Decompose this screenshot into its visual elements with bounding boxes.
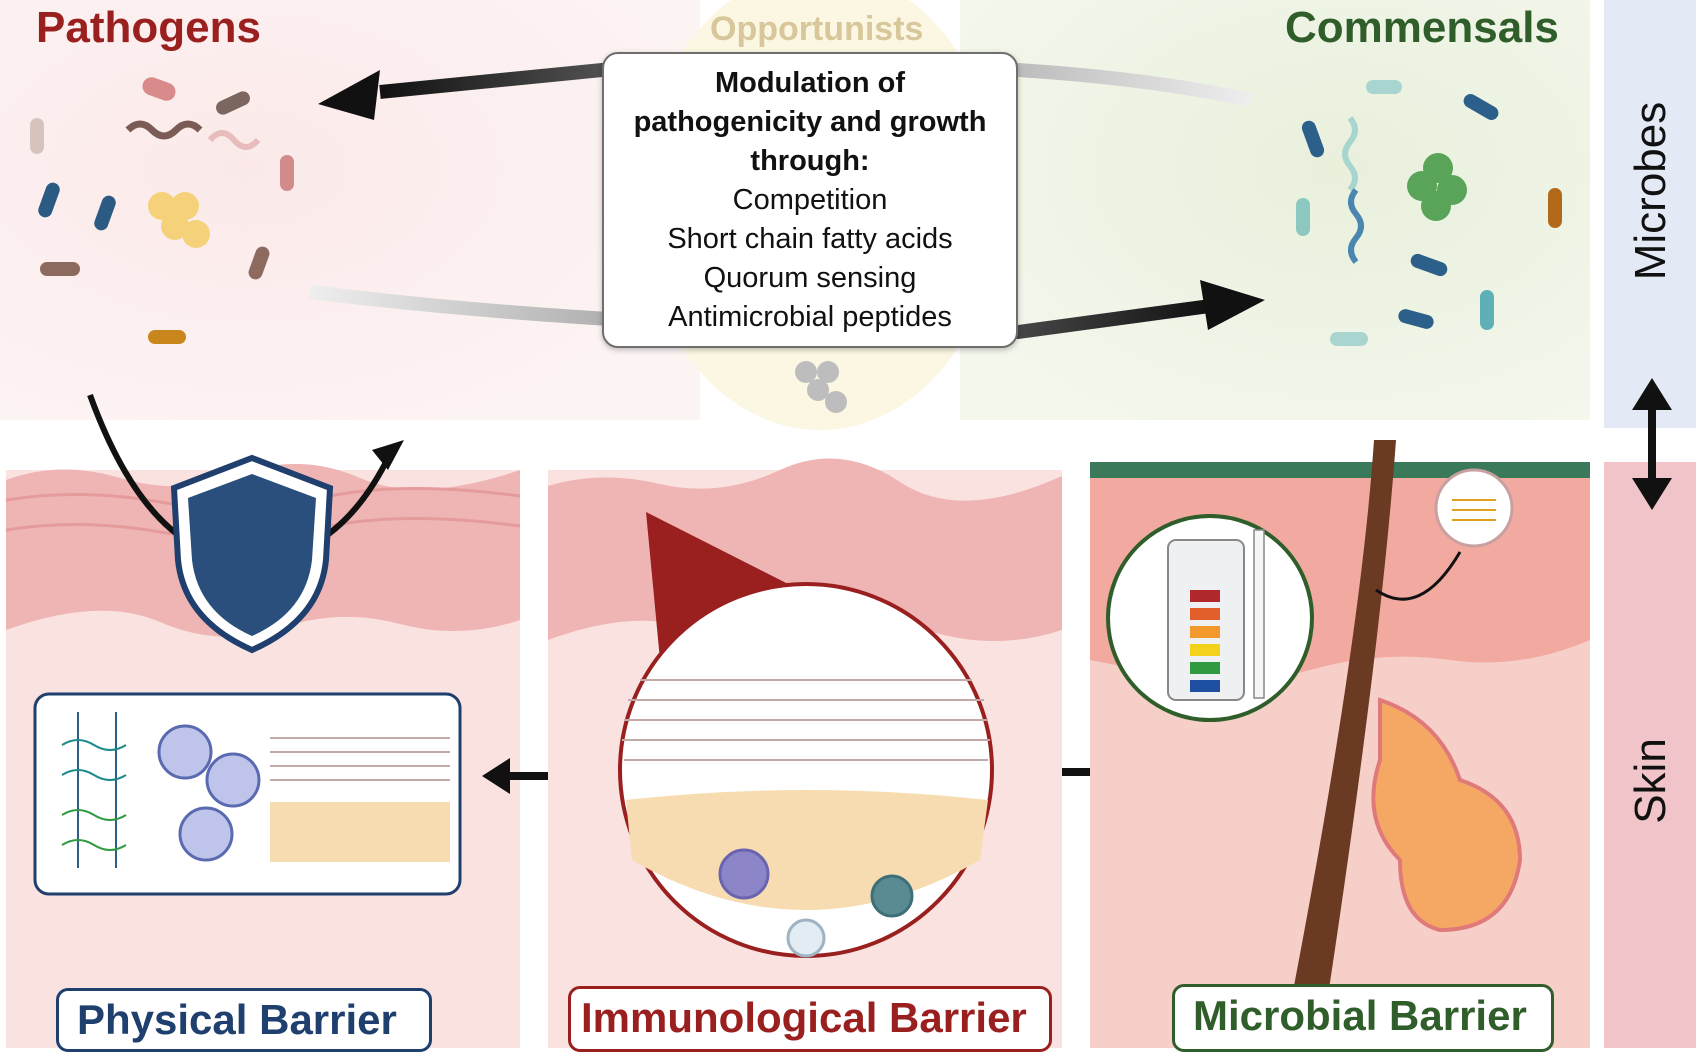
mechanism-antimicrobial-peptides: Antimicrobial peptides — [668, 301, 952, 333]
shield-icon — [170, 454, 334, 654]
commensals-title: Commensals — [1285, 3, 1559, 52]
opportunists-title: Opportunists — [710, 10, 924, 48]
modulation-heading-line: pathogenicity and growth — [633, 106, 987, 138]
hair-follicle-icon — [1282, 440, 1396, 1048]
modulation-heading: Modulation of pathogenicity and growth t… — [604, 64, 1016, 181]
immunological-barrier-label: Immunological Barrier — [568, 986, 1052, 1052]
mechanism-short-chain-fatty-acids: Short chain fatty acids — [667, 223, 953, 255]
double-arrow-icon — [1632, 378, 1672, 510]
modulation-heading-line: through: — [750, 145, 870, 177]
microbial-barrier-label: Microbial Barrier — [1172, 984, 1554, 1052]
skin-label: Skin — [1626, 738, 1675, 824]
commensal-microbes — [1296, 80, 1562, 346]
pathogens-title: Pathogens — [36, 3, 261, 52]
opportunist-microbes — [795, 361, 847, 413]
panel-microbial — [1090, 440, 1590, 1048]
mechanism-competition: Competition — [732, 184, 888, 216]
skin-band — [1604, 462, 1696, 1048]
commensal-zone — [960, 0, 1590, 420]
urine-test-strip-icon — [1167, 529, 1265, 701]
modulation-heading-line: Modulation of — [714, 67, 906, 99]
mechanism-quorum-sensing: Quorum sensing — [703, 262, 917, 294]
panel-physical — [5, 393, 521, 1048]
microbes-band — [1604, 0, 1696, 428]
physical-barrier-label: Physical Barrier — [56, 988, 432, 1052]
pathogen-microbes — [30, 77, 294, 344]
panel-immunological — [548, 458, 1062, 1048]
modulation-box: Modulation of pathogenicity and growth t… — [602, 52, 1018, 348]
microbes-label: Microbes — [1626, 101, 1675, 281]
sebaceous-gland-icon — [1371, 697, 1523, 933]
